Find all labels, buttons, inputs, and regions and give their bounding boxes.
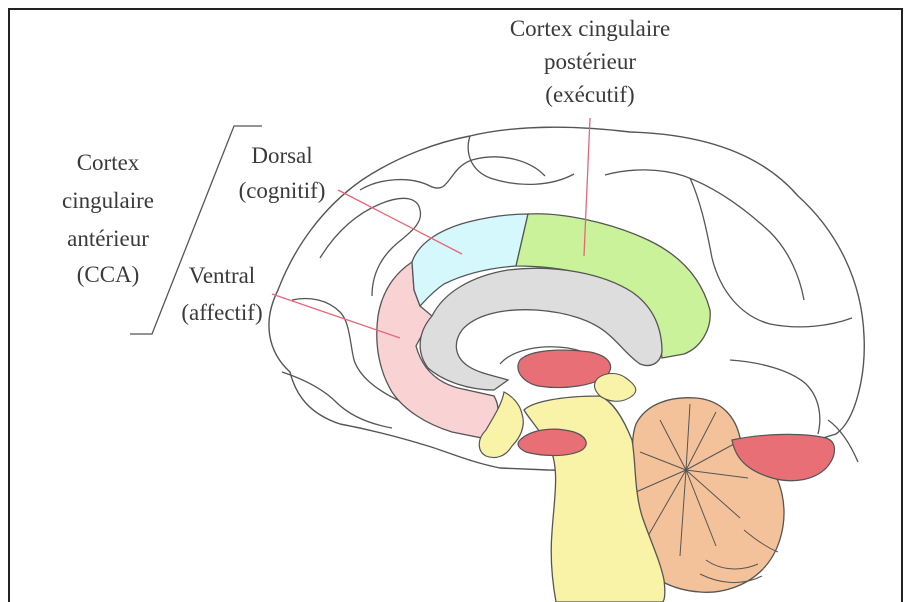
posterior-label-line3: (exécutif) [545, 82, 634, 107]
posterior-label-line1: Cortex cingulaire [510, 16, 670, 41]
dorsal-label: Dorsal (cognitif) [239, 143, 326, 203]
ventral-label: Ventral (affectif) [181, 263, 262, 325]
anterior-label-line4: (CCA) [77, 262, 140, 287]
anterior-label-line1: Cortex [77, 150, 140, 175]
ventral-label-line2: (affectif) [181, 300, 262, 325]
anterior-label: Cortex cingulaire antérieur (CCA) [62, 150, 154, 287]
ventral-label-line1: Ventral [189, 263, 255, 288]
anterior-label-line3: antérieur [67, 226, 149, 251]
anterior-label-line2: cingulaire [62, 188, 154, 213]
posterior-label-line2: postérieur [544, 49, 636, 74]
posterior-label: Cortex cingulaire postérieur (exécutif) [510, 16, 670, 107]
dorsal-label-line2: (cognitif) [239, 178, 326, 203]
dorsal-label-line1: Dorsal [251, 143, 312, 168]
